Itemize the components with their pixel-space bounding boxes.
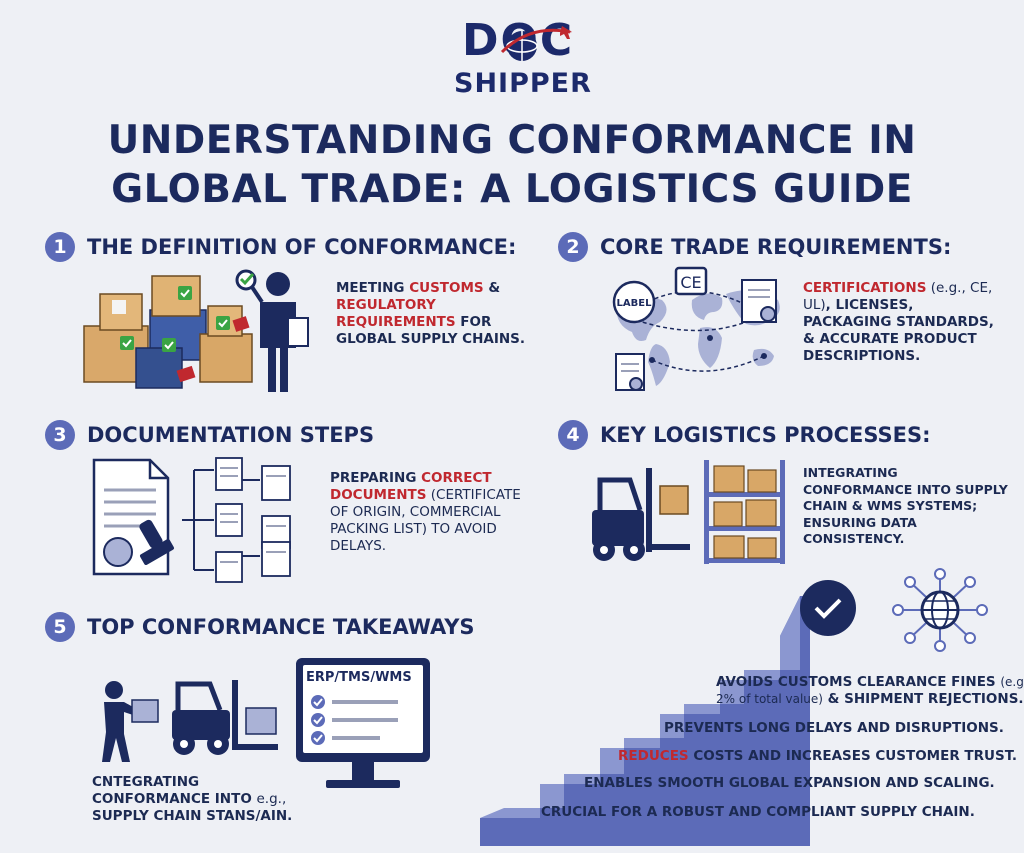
section-4-heading: KEY LOGISTICS PROCESSES: xyxy=(600,423,931,447)
label-tag-icon: LABEL xyxy=(612,280,656,324)
page-title-line-2: GLOBAL TRADE: A LOGISTICS GUIDE xyxy=(111,167,913,212)
ce-mark-icon: CE xyxy=(674,266,708,296)
section-3-header: 3 DOCUMENTATION STEPS xyxy=(45,420,374,450)
document-flow-icon xyxy=(182,457,291,583)
logo-shipper-text: SHIPPER xyxy=(454,68,592,99)
section-1-description: Meeting customs & regulatory requirement… xyxy=(336,280,525,347)
world-map-icon: LABEL CE xyxy=(612,266,780,391)
checkmark-circle-icon xyxy=(800,580,856,636)
inspector-icon xyxy=(235,269,309,392)
takeaway-5: Crucial for a robust and compliant suppl… xyxy=(541,804,975,820)
page-title-line-1: UNDERSTANDING CONFORMANCE IN xyxy=(107,118,917,163)
takeaway-3: Reduces costs and increases customer tru… xyxy=(618,748,1017,764)
takeaway-2: Prevents long delays and disruptions. xyxy=(664,720,1004,736)
section-4-header: 4 KEY LOGISTICS PROCESSES: xyxy=(558,420,931,450)
section-2-description: Certifications (e.g., CE, UL), licenses,… xyxy=(803,280,994,364)
logo-globe-plane-icon xyxy=(500,26,572,61)
section-2-heading: CORE TRADE REQUIREMENTS: xyxy=(600,235,952,259)
section-1-heading: THE DEFINITION OF CONFORMANCE: xyxy=(87,235,517,259)
stacked-boxes-icon xyxy=(83,275,253,389)
section-4-number: 4 xyxy=(558,420,588,450)
page-title: UNDERSTANDING CONFORMANCE IN GLOBAL TRAD… xyxy=(0,116,1024,214)
computer-monitor-icon: ERP/TMS/WMS xyxy=(296,658,430,796)
section-3-number: 3 xyxy=(45,420,75,450)
section-3-heading: DOCUMENTATION STEPS xyxy=(87,423,375,447)
forklift-icon xyxy=(592,468,690,561)
network-globe-icon xyxy=(892,568,988,652)
section-5-number: 5 xyxy=(45,612,75,642)
worker-icon xyxy=(102,681,159,762)
ce-mark-text: CE xyxy=(680,273,701,292)
staircase-graphic xyxy=(480,596,810,846)
monitor-label: ERP/TMS/WMS xyxy=(306,670,412,685)
section-2-header: 2 CORE TRADE REQUIREMENTS: xyxy=(558,232,951,262)
section-1-number: 1 xyxy=(45,232,75,262)
takeaway-1: Avoids customs clearance fines (e.g., 2%… xyxy=(716,674,1024,707)
checkmark-icon xyxy=(239,273,255,286)
section-3-description: Preparing correct documents (certificate… xyxy=(330,470,521,554)
section-5-header: 5 TOP CONFORMANCE TAKEAWAYS xyxy=(45,612,475,642)
takeaway-4: Enables smooth global expansion and scal… xyxy=(584,775,995,791)
document-stamp-icon xyxy=(92,458,174,576)
section-2-number: 2 xyxy=(558,232,588,262)
forklift-icon xyxy=(172,680,278,755)
checklist-icon xyxy=(311,695,398,745)
section-5-description: CNTEGRATING CONFORMANCE INTO e.g., SUPPL… xyxy=(92,774,293,824)
section-4-description: Integrating conformance into supply chai… xyxy=(803,465,1008,546)
section-5-heading: TOP CONFORMANCE TAKEAWAYS xyxy=(87,615,475,639)
section-1-header: 1 THE DEFINITION OF CONFORMANCE: xyxy=(45,232,516,262)
certificate-icon xyxy=(741,279,777,323)
warehouse-shelf-icon xyxy=(704,460,785,564)
label-tag-text: LABEL xyxy=(617,298,653,309)
doc-shipper-logo: DOC SHIPPER xyxy=(430,16,600,108)
